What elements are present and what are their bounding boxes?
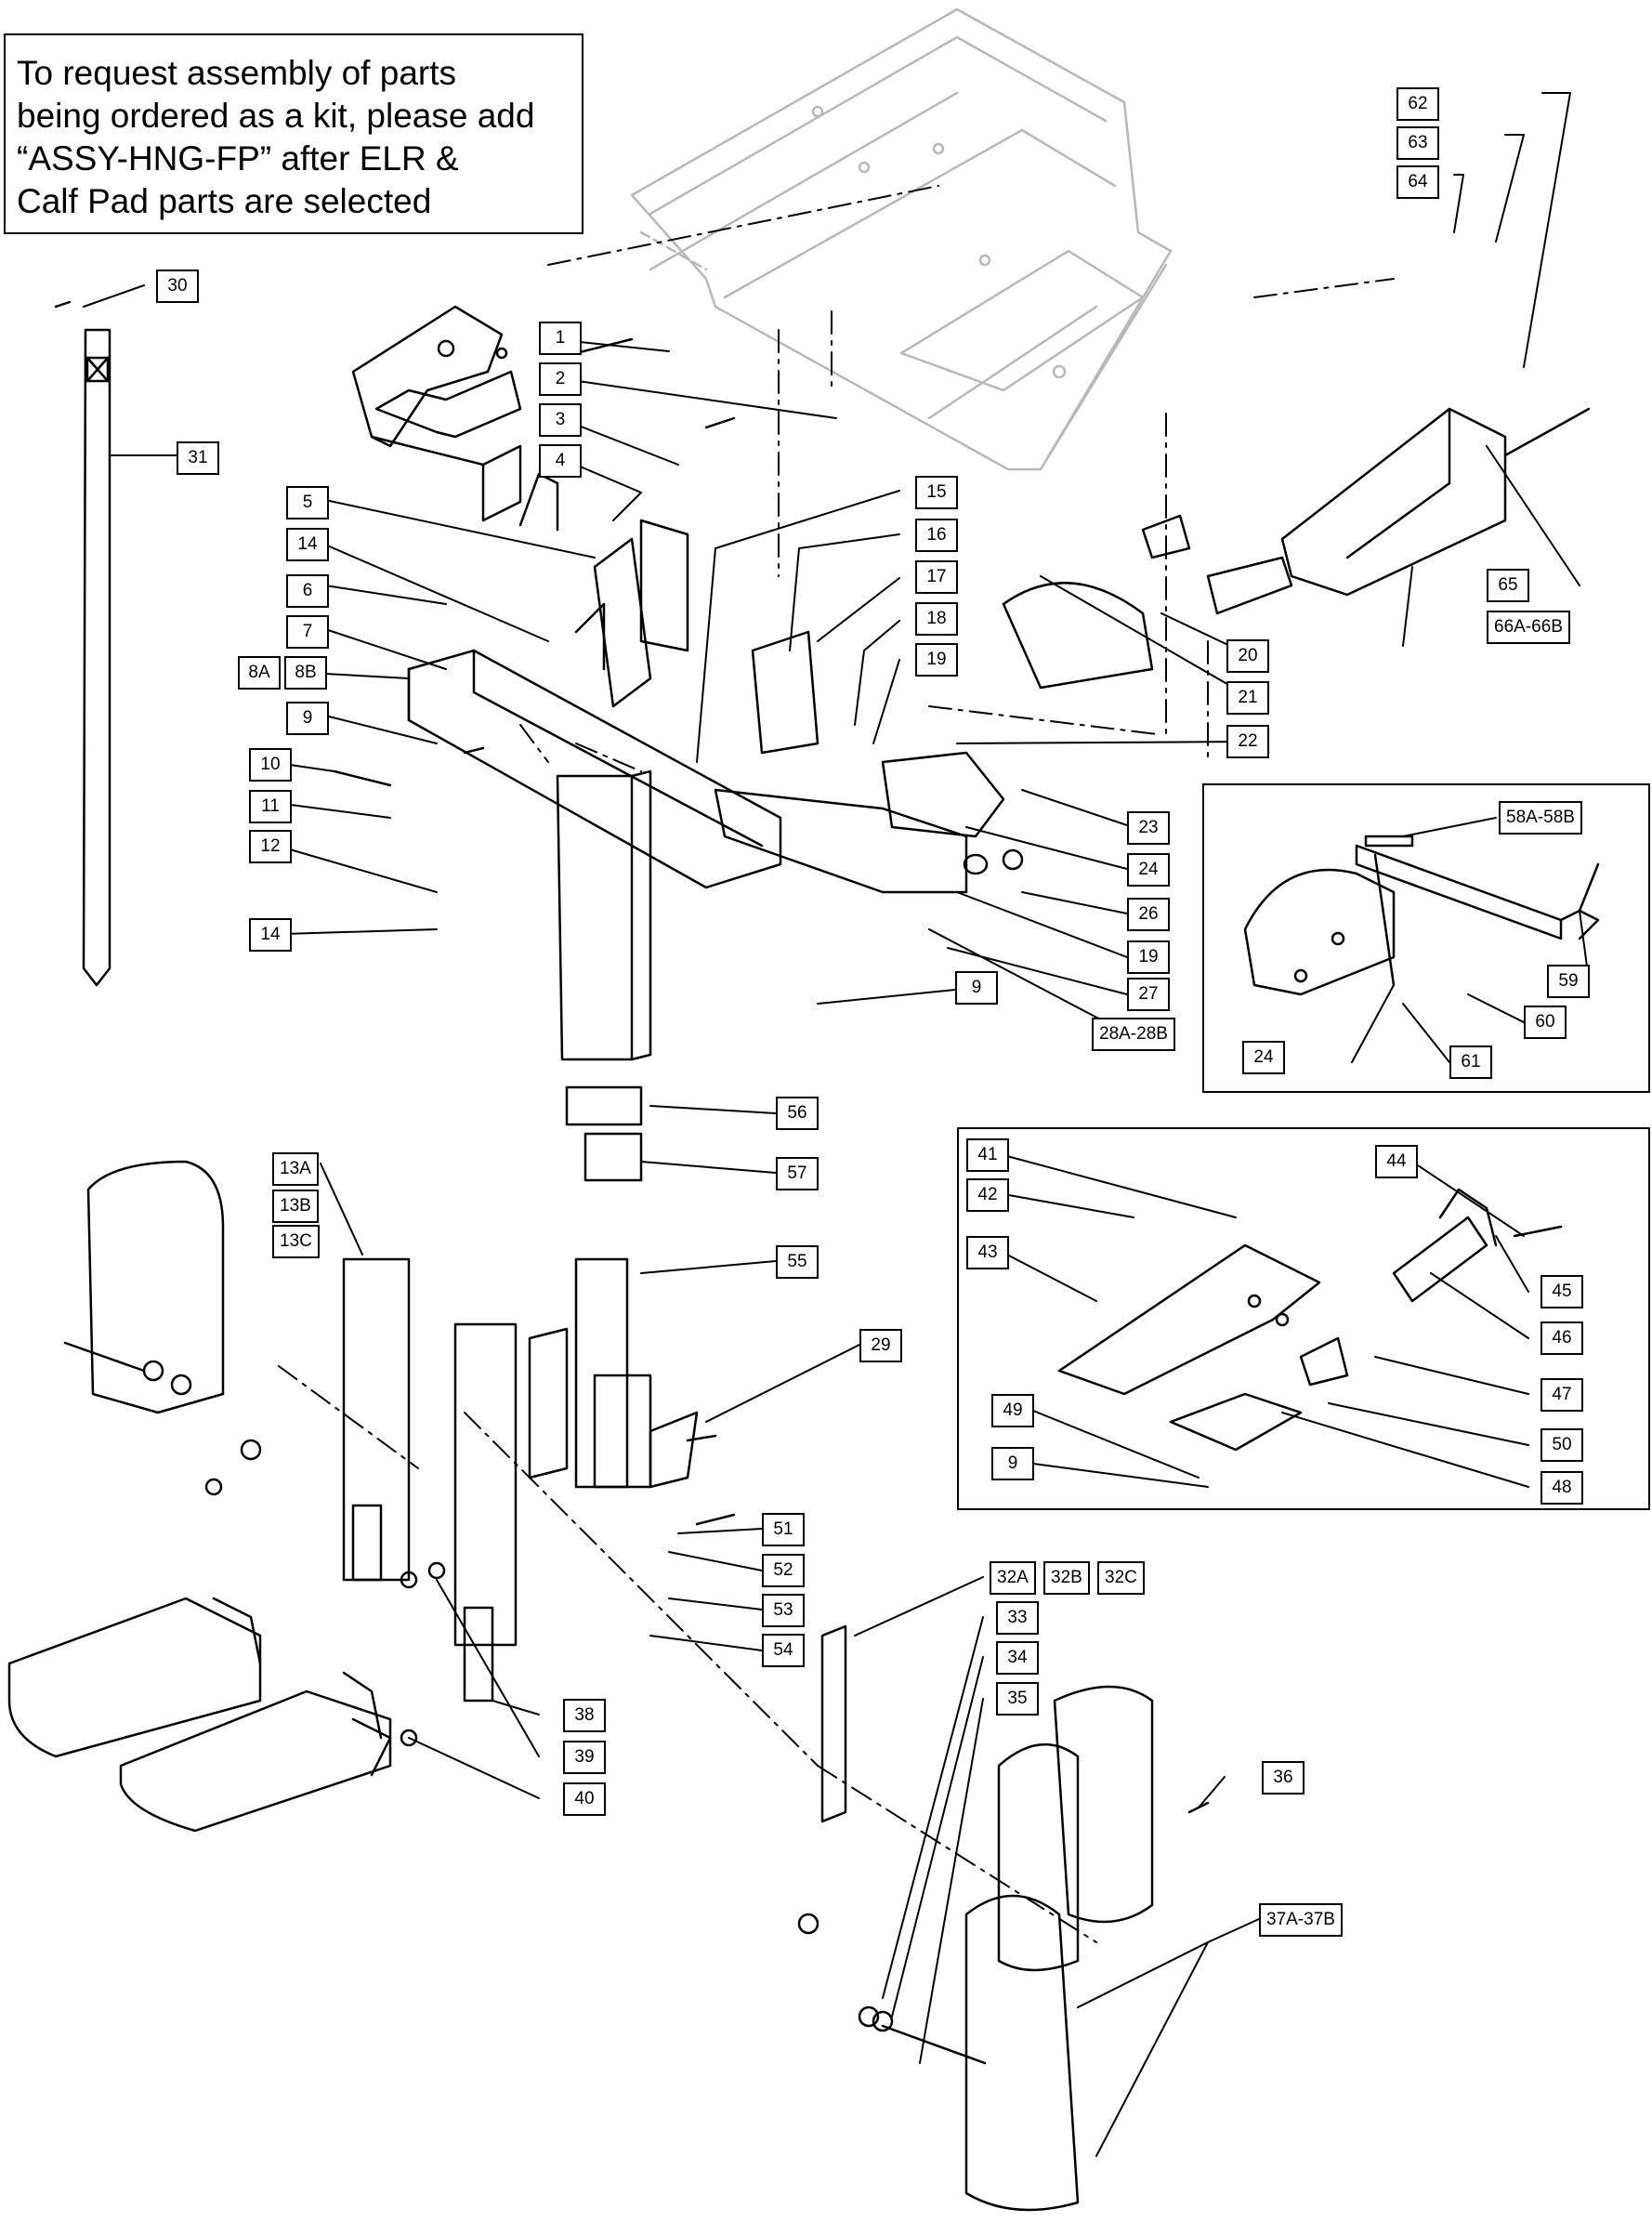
callout-19-top: 19 xyxy=(915,643,958,677)
note-line-3: “ASSY-HNG-FP” after ELR & xyxy=(17,139,459,177)
callout-13b: 13B xyxy=(272,1190,319,1223)
callout-50: 50 xyxy=(1541,1428,1583,1462)
callout-23: 23 xyxy=(1127,811,1170,845)
callout-24-detail: 24 xyxy=(1242,1041,1285,1074)
callout-24-main: 24 xyxy=(1127,853,1170,887)
seat-frame-drawing xyxy=(630,7,1173,471)
callout-2: 2 xyxy=(539,362,582,396)
callout-19-bottom: 19 xyxy=(1127,940,1170,974)
callout-46: 46 xyxy=(1541,1321,1583,1355)
callout-32a: 32A xyxy=(990,1561,1036,1595)
actuator-part xyxy=(1141,407,1591,615)
callout-31: 31 xyxy=(177,441,219,475)
callout-35: 35 xyxy=(996,1682,1039,1716)
callout-65: 65 xyxy=(1487,569,1529,602)
callout-52: 52 xyxy=(762,1554,805,1587)
callout-43: 43 xyxy=(966,1236,1009,1269)
footplates xyxy=(7,1597,392,1833)
callout-41: 41 xyxy=(966,1138,1009,1172)
hanger-bracket xyxy=(351,305,522,522)
hardware xyxy=(63,337,1210,2065)
callout-6: 6 xyxy=(286,574,329,608)
callout-17: 17 xyxy=(915,560,958,594)
callout-59: 59 xyxy=(1547,965,1590,998)
callout-22: 22 xyxy=(1226,725,1269,758)
note-line-1: To request assembly of parts xyxy=(17,54,456,92)
callout-42: 42 xyxy=(966,1178,1009,1212)
callout-53: 53 xyxy=(762,1594,805,1627)
callout-26: 26 xyxy=(1127,898,1170,931)
projection-lines xyxy=(278,185,1395,1943)
leader-lines xyxy=(83,92,1590,2157)
callout-48: 48 xyxy=(1541,1471,1583,1505)
assembly-note: To request assembly of parts being order… xyxy=(4,33,583,234)
callout-44: 44 xyxy=(1375,1145,1418,1178)
callout-9-left: 9 xyxy=(286,702,329,735)
callout-8a: 8A xyxy=(238,656,281,690)
callout-29: 29 xyxy=(859,1329,902,1362)
callout-3: 3 xyxy=(539,403,582,437)
callout-51: 51 xyxy=(762,1513,805,1546)
strap-part xyxy=(54,300,111,987)
callout-16: 16 xyxy=(915,519,958,552)
callout-58a-58b: 58A-58B xyxy=(1499,801,1582,835)
callout-18: 18 xyxy=(915,602,958,636)
calf-pads xyxy=(86,1160,1154,2212)
callout-4: 4 xyxy=(539,444,582,478)
callout-62: 62 xyxy=(1396,87,1439,121)
callout-34: 34 xyxy=(996,1641,1039,1675)
callout-28a-28b: 28A-28B xyxy=(1092,1018,1175,1051)
callout-64: 64 xyxy=(1396,165,1439,199)
footplate-detail-drawing xyxy=(1057,1188,1563,1452)
callout-36: 36 xyxy=(1262,1761,1305,1795)
detail-panel-mounting xyxy=(1202,783,1650,1093)
callout-39: 39 xyxy=(563,1741,606,1774)
note-line-4: Calf Pad parts are selected xyxy=(17,182,432,220)
mounting-detail-drawing xyxy=(1243,835,1600,996)
callout-1: 1 xyxy=(539,322,582,355)
callout-37a-37b: 37A-37B xyxy=(1259,1903,1343,1937)
callout-61: 61 xyxy=(1449,1045,1492,1079)
callout-60: 60 xyxy=(1524,1006,1567,1039)
callout-27: 27 xyxy=(1127,978,1170,1011)
callout-32b: 32B xyxy=(1043,1561,1090,1595)
leg-tubes xyxy=(342,1085,699,1703)
callout-57: 57 xyxy=(776,1157,819,1190)
callout-33: 33 xyxy=(996,1601,1039,1635)
callout-21: 21 xyxy=(1226,681,1269,715)
callout-11: 11 xyxy=(249,790,292,823)
callout-47: 47 xyxy=(1541,1378,1583,1412)
note-line-2: being ordered as a kit, please add xyxy=(17,97,535,135)
callout-13a: 13A xyxy=(272,1152,319,1186)
callout-49: 49 xyxy=(991,1394,1034,1427)
callout-66a-66b: 66A-66B xyxy=(1487,611,1570,644)
callout-63: 63 xyxy=(1396,126,1439,160)
callout-9-mid: 9 xyxy=(955,971,998,1005)
callout-5: 5 xyxy=(286,486,329,519)
callout-54: 54 xyxy=(762,1634,805,1667)
callout-9-detail: 9 xyxy=(991,1447,1034,1480)
callout-20: 20 xyxy=(1226,639,1269,673)
detail-panel-footplate xyxy=(957,1127,1650,1510)
callout-30: 30 xyxy=(156,270,199,303)
callout-40: 40 xyxy=(563,1782,606,1816)
callout-14-top: 14 xyxy=(286,528,329,561)
callout-7: 7 xyxy=(286,615,329,649)
callout-56: 56 xyxy=(776,1097,819,1130)
callout-12: 12 xyxy=(249,830,292,863)
callout-13c: 13C xyxy=(272,1225,320,1258)
callout-15: 15 xyxy=(915,476,958,509)
callout-45: 45 xyxy=(1541,1275,1583,1308)
t-bar-assembly xyxy=(407,472,1154,1061)
callout-8b: 8B xyxy=(284,656,327,690)
callout-32c: 32C xyxy=(1097,1561,1145,1595)
callout-55: 55 xyxy=(776,1245,819,1279)
callout-14-bottom: 14 xyxy=(249,918,292,952)
callout-38: 38 xyxy=(563,1699,606,1732)
callout-10: 10 xyxy=(249,748,292,782)
